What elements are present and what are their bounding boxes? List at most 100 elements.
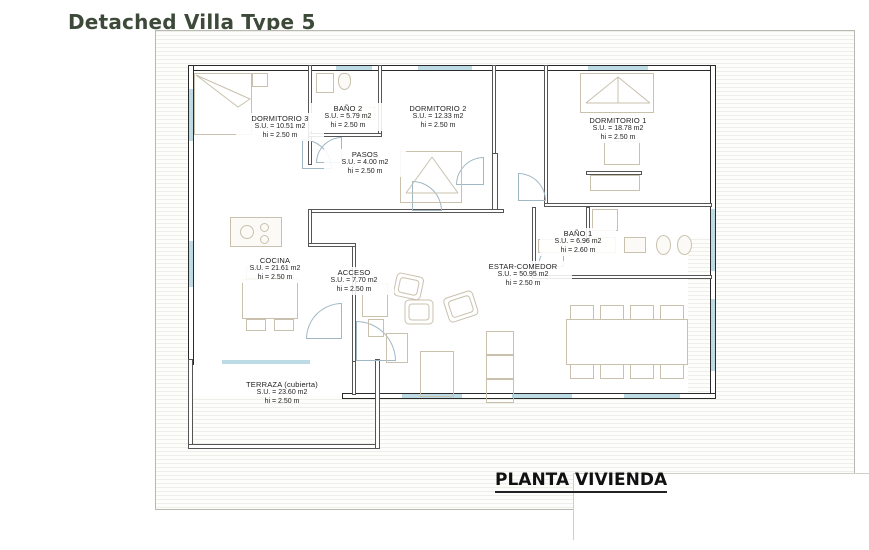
room-height-dormitorio2: hi = 2.50 m (420, 121, 456, 129)
dining-table (566, 319, 688, 365)
dining-chair-s4 (660, 364, 684, 379)
sofa-estar-cushion-c (486, 379, 514, 403)
window-north-dorm1 (588, 66, 648, 70)
toilet-bano2 (338, 73, 351, 90)
room-area-dormitorio1: S.U. = 18.78 m2 (592, 125, 644, 133)
interior-wall-acceso-north (308, 243, 356, 247)
dining-chair-n3 (630, 305, 654, 320)
nightstand-dormitorio3 (252, 73, 268, 87)
window-south-estar-c (624, 394, 680, 398)
interior-wall-dorm1-south (544, 203, 712, 207)
room-height-terraza: hi = 2.50 m (264, 397, 300, 405)
window-east-bano1 (711, 209, 715, 271)
room-area-terraza: S.U. = 23.60 m2 (256, 389, 308, 397)
interior-wall-cocina-east (308, 209, 312, 247)
room-label-dormitorio1: DORMITORIO 1 S.U. = 18.78 m2 hi = 2.50 m (574, 115, 662, 144)
dining-chair-n4 (660, 305, 684, 320)
armchair-estar-b (443, 290, 479, 323)
room-label-terraza: TERRAZA (cubierta) S.U. = 23.60 m2 hi = … (224, 379, 340, 407)
room-name-bano1: BAÑO 1 (563, 229, 593, 238)
room-label-bano2: BAÑO 2 S.U. = 5.79 m2 hi = 2.50 m (311, 103, 385, 132)
caption-panel (573, 473, 869, 540)
window-north-dorm2 (418, 66, 472, 70)
terrace-wall-south (188, 444, 380, 449)
room-area-estar-comedor: S.U. = 50.95 m2 (497, 271, 549, 279)
room-name-dormitorio3: DORMITORIO 3 (251, 114, 309, 123)
room-name-pasos: PASOS (351, 150, 379, 159)
dining-chair-s3 (630, 364, 654, 379)
room-area-dormitorio3: S.U. = 10.51 m2 (254, 123, 306, 131)
chair-cocina-s1 (246, 319, 266, 331)
bed-dormitorio3 (194, 73, 252, 135)
interior-wall-dorm1-west (544, 65, 548, 207)
sofa-estar-cushion-a (486, 331, 514, 355)
interior-wall-corridor-north (492, 153, 498, 213)
room-name-dormitorio1: DORMITORIO 1 (589, 116, 647, 125)
window-north-bano2 (336, 66, 372, 70)
room-label-cocina: COCINA S.U. = 21.61 m2 hi = 2.50 m (232, 255, 318, 284)
counter-cocina (230, 217, 282, 247)
room-label-bano1: BAÑO 1 S.U. = 6.96 m2 hi = 2.60 m (540, 228, 616, 257)
sofa-estar-cushion-b (486, 355, 514, 379)
room-height-bano1: hi = 2.60 m (560, 246, 596, 254)
interior-wall-corridor-south (308, 209, 504, 213)
room-area-cocina: S.U. = 21.61 m2 (249, 265, 301, 273)
room-height-estar-comedor: hi = 2.50 m (505, 279, 541, 287)
toilet-bano1 (656, 235, 671, 255)
table-cocina (242, 279, 298, 319)
dining-chair-n2 (600, 305, 624, 320)
room-area-pasos: S.U. = 4.00 m2 (341, 159, 389, 167)
side-table-estar (386, 333, 408, 363)
bed-dormitorio1 (580, 73, 654, 113)
bed-fan-dormitorio2 (405, 156, 459, 194)
sink-bano1-b (624, 237, 646, 253)
wardrobe-dormitorio1 (590, 175, 640, 191)
room-name-bano2: BAÑO 2 (333, 104, 363, 113)
room-name-cocina: COCINA (259, 256, 291, 265)
room-label-dormitorio3: DORMITORIO 3 S.U. = 10.51 m2 hi = 2.50 m (236, 113, 324, 142)
dining-chair-s2 (600, 364, 624, 379)
chair-cocina-s2 (274, 319, 294, 331)
room-label-dormitorio2: DORMITORIO 2 S.U. = 12.33 m2 hi = 2.50 m (394, 103, 482, 132)
room-height-pasos: hi = 2.50 m (347, 167, 383, 175)
shower-bano2 (316, 73, 334, 93)
room-label-estar-comedor: ESTAR-COMEDOR S.U. = 50.95 m2 hi = 2.50 … (474, 261, 572, 290)
window-south-estar-b (512, 394, 572, 398)
armchair-estar-a (404, 299, 434, 325)
room-area-acceso: S.U. = 7.70 m2 (330, 277, 378, 285)
interior-wall-dorm2-east (492, 65, 496, 157)
bidet-bano1 (677, 235, 692, 255)
armchair-estar-c (393, 272, 424, 301)
hob-burner-large (240, 225, 254, 239)
bed-fan-dormitorio3 (195, 74, 252, 108)
window-east-estar (711, 299, 715, 371)
terrace-wall-west (188, 359, 193, 449)
room-name-terraza: TERRAZA (cubierta) (246, 380, 318, 389)
floor-plan-frame: DORMITORIO 3 S.U. = 10.51 m2 hi = 2.50 m… (155, 30, 869, 540)
room-name-dormitorio2: DORMITORIO 2 (409, 104, 467, 113)
room-name-acceso: ACCESO (337, 268, 371, 277)
coffee-table-estar (420, 351, 454, 397)
rug-acceso (368, 319, 384, 337)
dining-chair-n1 (570, 305, 594, 320)
interior-wall-closet-dorm1 (586, 171, 642, 175)
room-area-bano2: S.U. = 5.79 m2 (324, 113, 372, 121)
room-area-bano1: S.U. = 6.96 m2 (554, 238, 602, 246)
room-name-estar-comedor: ESTAR-COMEDOR (488, 262, 558, 271)
room-height-dormitorio3: hi = 2.50 m (262, 131, 298, 139)
room-area-dormitorio2: S.U. = 12.33 m2 (412, 113, 464, 121)
window-west-cocina (189, 241, 193, 287)
hob-burner-small-a (260, 223, 269, 232)
room-height-dormitorio1: hi = 2.50 m (600, 133, 636, 141)
terrace-wall-east (375, 359, 380, 449)
room-label-acceso: ACCESO S.U. = 7.70 m2 hi = 2.50 m (314, 267, 394, 296)
window-south-terrace-a (222, 360, 310, 364)
bed-fan-dormitorio1 (585, 76, 651, 104)
interior-wall-estar-west (352, 361, 356, 395)
plan-caption: PLANTA VIVIENDA (495, 470, 668, 493)
room-label-pasos: PASOS S.U. = 4.00 m2 hi = 2.50 m (324, 149, 406, 178)
room-height-acceso: hi = 2.50 m (336, 285, 372, 293)
window-west-dorm3 (189, 89, 193, 141)
room-height-bano2: hi = 2.50 m (330, 121, 366, 129)
room-height-cocina: hi = 2.50 m (257, 273, 293, 281)
